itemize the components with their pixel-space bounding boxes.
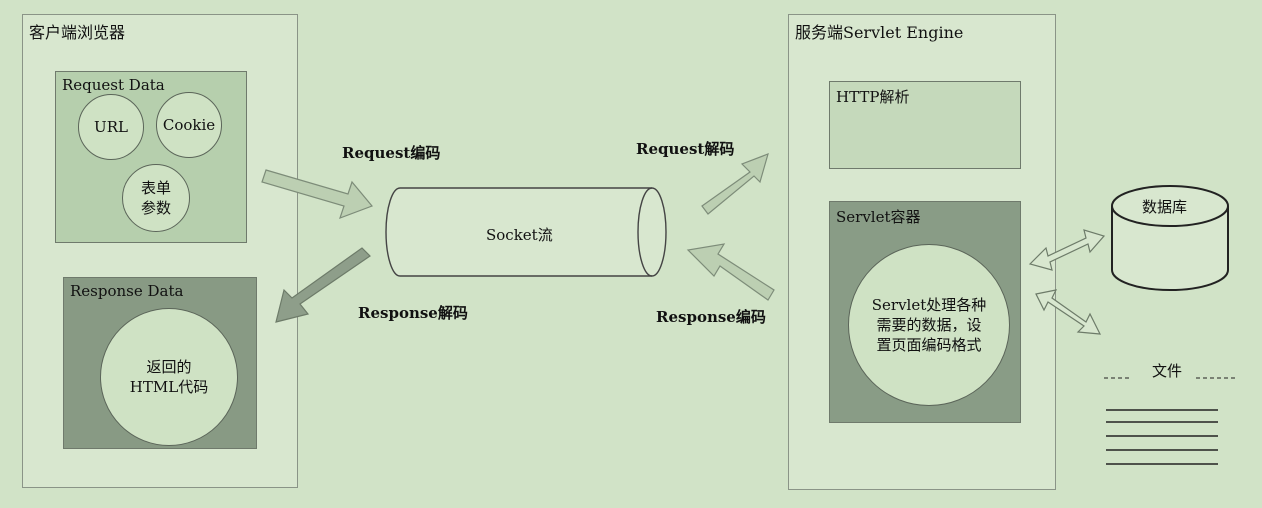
database-double-arrow [1028,229,1106,271]
http-parse-box: HTTP解析 [829,81,1021,169]
http-parse-title: HTTP解析 [836,88,910,106]
response-data-box: Response Data 返回的 HTML代码 [63,277,257,449]
request-decode-arrow [701,153,769,215]
request-encode-arrow [261,169,374,220]
response-data-title: Response Data [70,282,184,300]
servlet-container-title: Servlet容器 [836,208,921,226]
file-label: 文件 [1152,362,1183,380]
response-content-circle: 返回的 HTML代码 [100,308,238,446]
form-params-circle: 表单 参数 [122,164,190,232]
client-panel: 客户端浏览器 Request Data URL Cookie 表单 参数 Res… [22,14,298,488]
cookie-label: Cookie [162,115,216,134]
socket-label: Socket流 [486,226,553,244]
database-icon [1111,185,1229,291]
file-icon [1104,377,1238,465]
url-circle: URL [78,94,144,160]
database-label: 数据库 [1142,198,1188,216]
url-label: URL [94,117,128,136]
response-content-label: 返回的 HTML代码 [129,357,209,396]
response-encode-label: Response编码 [656,308,766,326]
response-encode-arrow [686,243,775,301]
servlet-process-label: Servlet处理各种 需要的数据，设 置页面编码格式 [871,295,987,355]
cookie-circle: Cookie [156,92,222,158]
request-data-box: Request Data URL Cookie 表单 参数 [55,71,247,243]
response-decode-label: Response解码 [358,304,468,322]
request-data-title: Request Data [62,76,165,94]
form-params-label: 表单 参数 [140,178,171,217]
client-panel-title: 客户端浏览器 [29,23,126,42]
file-double-arrow [1035,289,1102,335]
request-encode-label: Request编码 [342,144,441,162]
socket-tube [385,187,667,277]
servlet-container-box: Servlet容器 Servlet处理各种 需要的数据，设 置页面编码格式 [829,201,1021,423]
servlet-process-circle: Servlet处理各种 需要的数据，设 置页面编码格式 [848,244,1010,406]
response-decode-arrow [275,247,371,323]
request-decode-label: Request解码 [636,140,735,158]
server-panel-title: 服务端Servlet Engine [795,23,964,42]
server-panel: 服务端Servlet Engine HTTP解析 Servlet容器 Servl… [788,14,1056,490]
